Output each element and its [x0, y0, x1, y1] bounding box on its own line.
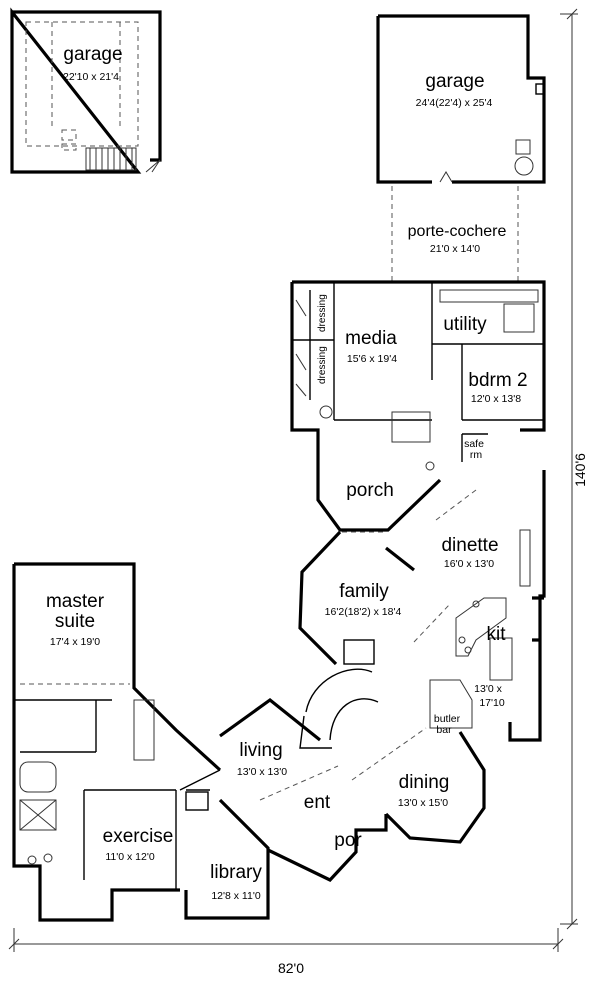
master-suite-label-2: suite: [55, 611, 95, 632]
library-label: library: [210, 862, 262, 883]
exercise-label: exercise: [103, 826, 174, 847]
porch-label: porch: [346, 480, 394, 501]
garage-right-size: 24'4(22'4) x 25'4: [416, 97, 493, 109]
living-size: 13'0 x 13'0: [237, 766, 287, 778]
interior-walls: [14, 282, 544, 890]
garage-right-label: garage: [425, 71, 484, 92]
ent-label: ent: [304, 792, 331, 813]
master-suite-label-1: master: [46, 591, 105, 612]
living-label: living: [239, 740, 282, 761]
garage-right: garage 24'4(22'4) x 25'4: [376, 14, 546, 184]
width-dimension: 82'0: [278, 960, 304, 976]
dinette-size: 16'0 x 13'0: [444, 558, 494, 570]
media-label: media: [345, 328, 397, 349]
porte-cochere-label: porte-cochere: [408, 223, 507, 240]
garage-left-label: garage: [63, 44, 122, 65]
master-suite-size: 17'4 x 19'0: [50, 636, 100, 648]
bdrm2-label: bdrm 2: [468, 370, 527, 391]
garage-left-size: 22'10 x 21'4: [63, 71, 119, 83]
butler-bar-label-1: butler: [434, 713, 461, 725]
family-label: family: [339, 581, 389, 602]
bdrm2-size: 12'0 x 13'8: [471, 393, 521, 405]
dining-size: 13'0 x 15'0: [398, 797, 448, 809]
safe-rm-label-2: rm: [470, 449, 482, 461]
kit-size-2: 17'10: [479, 697, 505, 709]
dressing-label-1: dressing: [317, 294, 328, 332]
main-house-walls: [12, 280, 546, 922]
dressing-label-2: dressing: [317, 346, 328, 384]
depth-dimension: 140'6: [572, 453, 588, 487]
butler-bar-label-2: bar: [436, 724, 452, 736]
porte-cochere: porte-cochere 21'0 x 14'0: [391, 186, 519, 282]
kit-size-1: 13'0 x: [474, 683, 502, 695]
media-size: 15'6 x 19'4: [347, 353, 397, 365]
kit-label: kit: [487, 624, 507, 645]
exercise-size: 11'0 x 12'0: [105, 851, 155, 863]
dining-label: dining: [399, 772, 450, 793]
garage-left: garage 22'10 x 21'4: [10, 7, 162, 174]
room-labels: media 15'6 x 19'4 utility bdrm 2 12'0 x …: [46, 294, 528, 902]
por-label: por: [334, 830, 362, 851]
porte-cochere-size: 21'0 x 14'0: [430, 243, 480, 255]
family-size: 16'2(18'2) x 18'4: [325, 606, 402, 618]
library-size: 12'8 x 11'0: [211, 890, 261, 902]
safe-rm-label-1: safe: [464, 438, 484, 450]
dimension-lines: 140'6 82'0: [8, 8, 588, 976]
dashed-openings: [20, 489, 477, 801]
dinette-label: dinette: [441, 535, 498, 556]
utility-label: utility: [443, 314, 487, 335]
